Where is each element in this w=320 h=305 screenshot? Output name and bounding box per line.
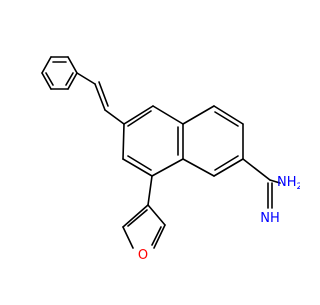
bond-inner: [65, 72, 74, 86]
bond: [67, 72, 78, 90]
chemical-structure: O NH NH2: [41, 56, 302, 263]
bond: [182, 158, 215, 177]
bond: [147, 204, 166, 226]
bond-inner: [127, 155, 152, 171]
bond: [123, 105, 154, 125]
bond: [104, 109, 125, 125]
bond-inner: [151, 226, 162, 246]
amine-h: H: [287, 175, 297, 190]
bond: [122, 158, 153, 177]
bond-inner: [127, 110, 152, 127]
bond: [122, 226, 134, 249]
bond: [41, 72, 52, 90]
bond: [122, 123, 125, 160]
amidine-imine-label: NH: [260, 211, 280, 226]
bond: [98, 81, 109, 107]
amine-n: N: [277, 175, 287, 190]
amidine-amine-label: NH2: [277, 175, 300, 192]
bond: [153, 224, 166, 249]
bond: [76, 72, 96, 85]
bond: [213, 105, 244, 125]
bond-inner: [214, 111, 239, 127]
bond-inner: [127, 209, 148, 227]
bond: [242, 158, 271, 181]
bond: [152, 105, 184, 125]
bond: [213, 158, 244, 177]
structure-canvas: O NH NH2: [41, 56, 302, 263]
oxygen-atom-label: O: [138, 248, 148, 263]
bond: [122, 204, 149, 228]
bond: [182, 105, 215, 125]
bond: [269, 179, 281, 184]
amine-subscript: 2: [297, 182, 300, 192]
bond: [41, 56, 52, 74]
bond: [94, 83, 106, 111]
bond-inner: [214, 155, 239, 171]
bond: [151, 158, 184, 177]
bond-inner: [45, 72, 54, 86]
bond: [67, 56, 78, 74]
bond-layer: [41, 56, 281, 249]
bond: [147, 175, 153, 206]
